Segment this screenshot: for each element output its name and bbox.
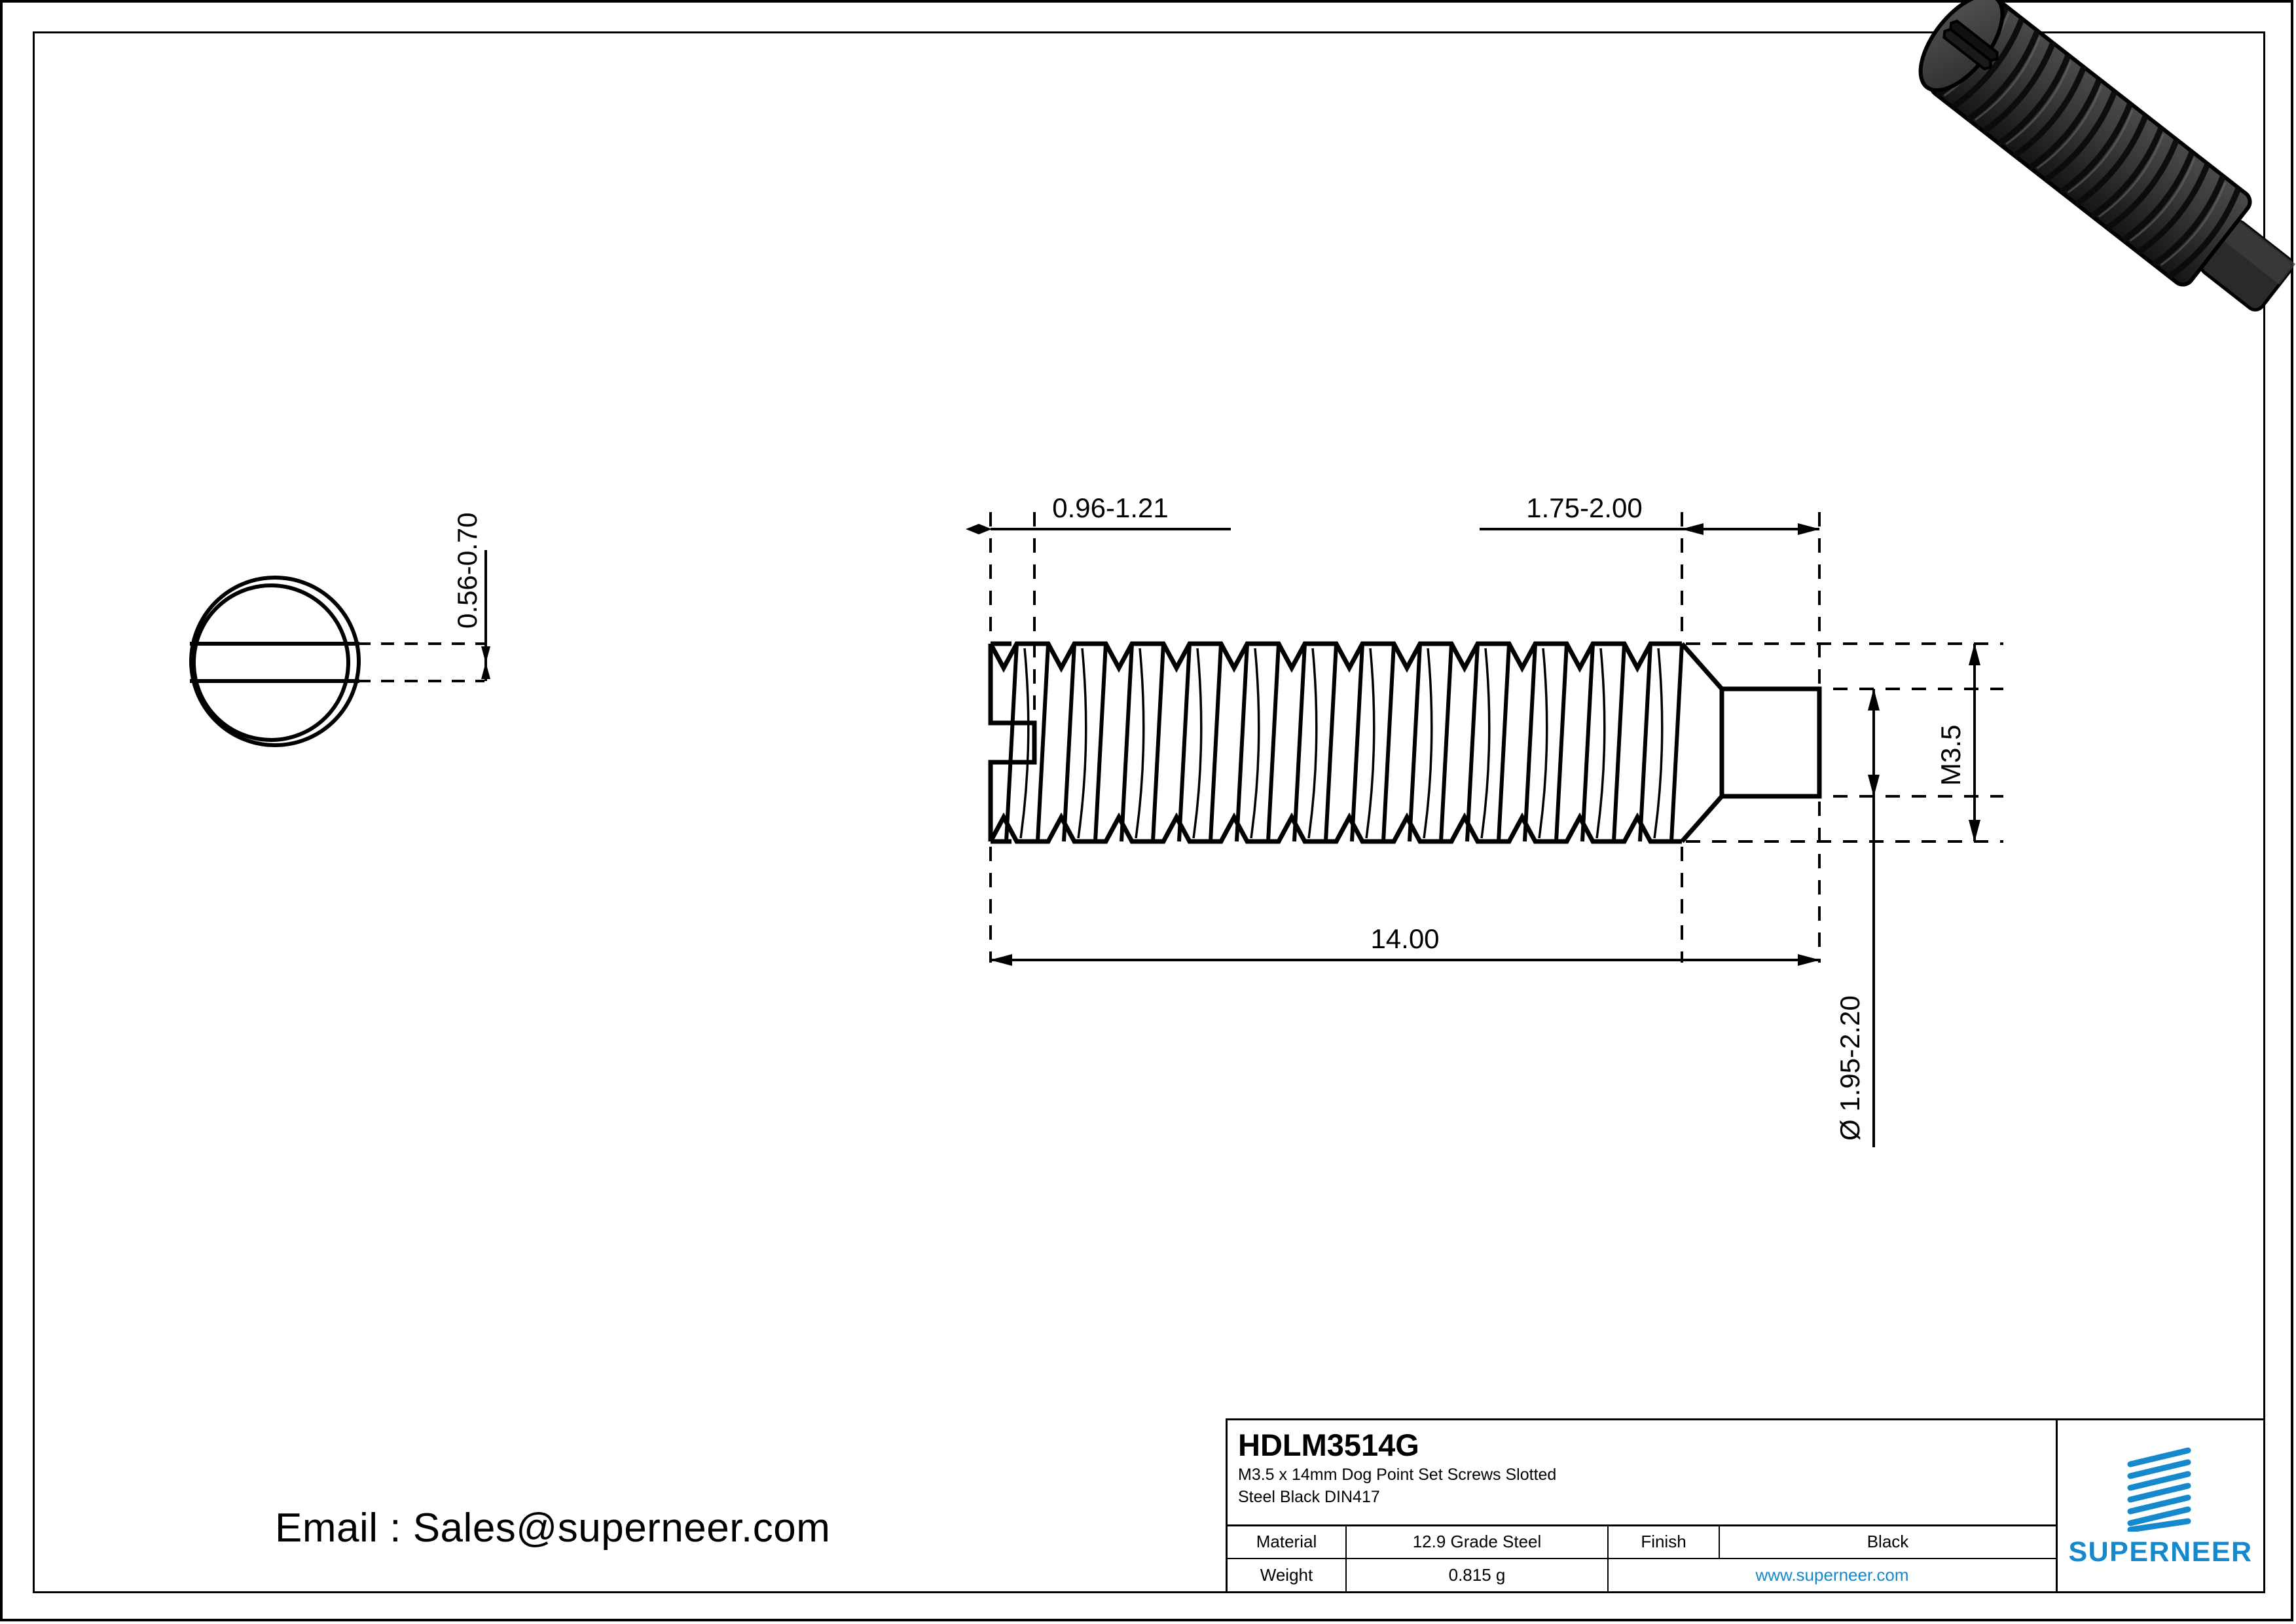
finish-value: Black <box>1867 1532 1909 1552</box>
dog-point-diameter-dimension: Ø 1.95-2.20 <box>1834 688 1880 1147</box>
overall-length-label: 14.00 <box>1370 923 1439 954</box>
iso-slot <box>1942 19 1999 71</box>
thread-crest-bottom <box>988 812 1682 844</box>
slot-width-label: 0.56-0.70 <box>452 513 483 629</box>
thread-flank-lines <box>1004 643 1684 842</box>
sheet-inner-border <box>33 31 2265 1593</box>
iso-render-group <box>1918 0 2296 312</box>
brand-wordmark: SUPERNEER <box>2068 1536 2253 1568</box>
slot-width-dimension: 0.56-0.70 <box>357 513 490 682</box>
title-block-description-area: HDLM3514G M3.5 x 14mm Dog Point Set Scre… <box>1228 1420 2056 1526</box>
slot-depth-dimension: 0.96-1.21 <box>966 492 1231 534</box>
description-line-1: M3.5 x 14mm Dog Point Set Screws Slotted <box>1238 1466 1557 1484</box>
weight-label: Weight <box>1228 1559 1347 1591</box>
spec-row-material: Material 12.9 Grade Steel Finish Black <box>1228 1526 2056 1559</box>
title-block-spec-rows: Material 12.9 Grade Steel Finish Black W… <box>1228 1526 2056 1591</box>
spec-row-weight: Weight 0.815 g www.superneer.com <box>1228 1559 2056 1591</box>
dog-point-length-dimension: 1.75-2.00 <box>1480 492 1820 535</box>
projection-lines <box>989 512 2003 963</box>
material-value: 12.9 Grade Steel <box>1347 1526 1609 1558</box>
title-block-main: HDLM3514G M3.5 x 14mm Dog Point Set Scre… <box>1228 1420 2058 1591</box>
part-number: HDLM3514G <box>1238 1428 1419 1462</box>
superneer-diagonal-bars-logo-icon <box>2127 1447 2191 1532</box>
dog-point-diameter-label: Ø 1.95-2.20 <box>1834 995 1865 1141</box>
email-contact-text: Email : Sales@superneer.com <box>275 1505 831 1551</box>
side-view-screw <box>988 641 1822 844</box>
finish-label: Finish <box>1609 1526 1720 1558</box>
dog-point-length-label: 1.75-2.00 <box>1526 492 1642 523</box>
slot-depth-label: 0.96-1.21 <box>1052 492 1168 523</box>
brand-logo-area: SUPERNEER <box>2058 1420 2263 1591</box>
title-block: HDLM3514G M3.5 x 14mm Dog Point Set Scre… <box>1226 1418 2265 1593</box>
material-label: Material <box>1228 1526 1347 1558</box>
weight-value: 0.815 g <box>1347 1559 1609 1591</box>
description-line-2: Steel Black DIN417 <box>1238 1488 1380 1506</box>
thread-size-dimension: M3.5 <box>1935 643 1980 842</box>
overall-length-dimension: 14.00 <box>990 923 1820 966</box>
website-link[interactable]: www.superneer.com <box>1755 1564 1909 1585</box>
thread-size-label: M3.5 <box>1935 725 1966 786</box>
thread-depth-lines <box>1019 648 1664 839</box>
end-view-group <box>189 576 361 747</box>
